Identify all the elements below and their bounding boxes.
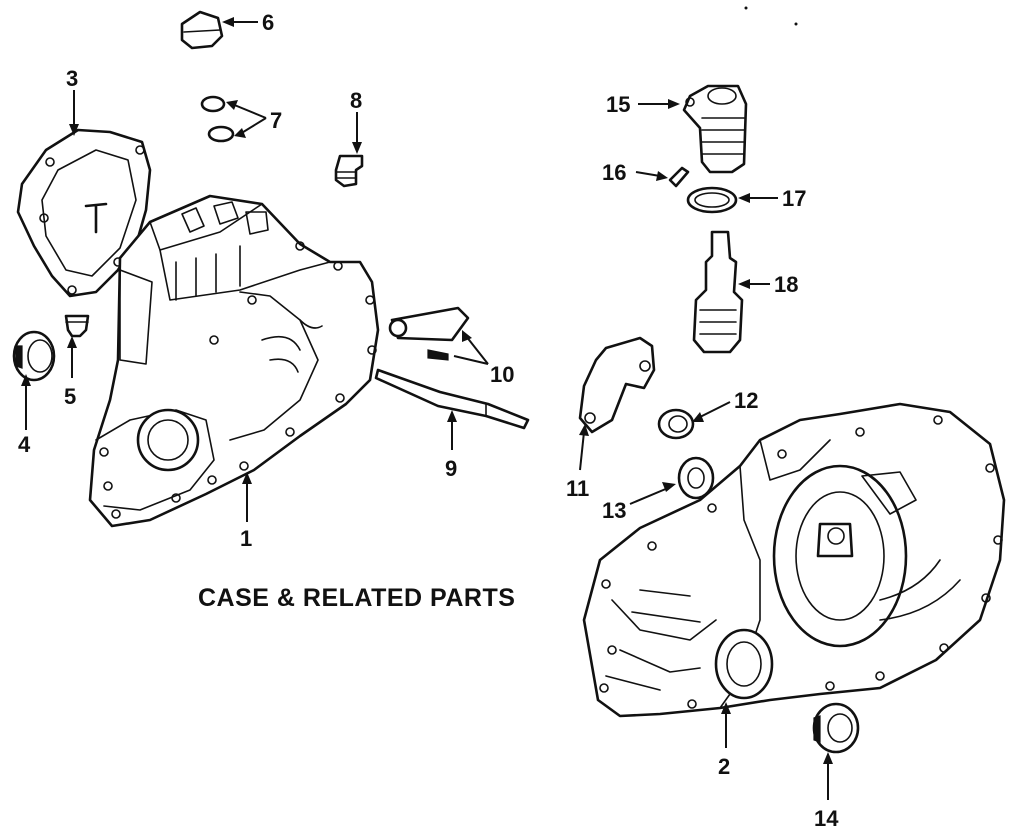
part-2-clutch-housing bbox=[582, 402, 1006, 718]
part-12-seal bbox=[657, 408, 695, 440]
diagram-caption: CASE & RELATED PARTS bbox=[198, 584, 516, 612]
callout-2: 2 bbox=[718, 754, 730, 779]
part-17-o-ring bbox=[686, 186, 738, 214]
callout-9: 9 bbox=[445, 456, 457, 481]
part-5-plug bbox=[64, 314, 90, 338]
callout-labels: 1 2 3 4 5 6 7 8 9 10 11 12 13 14 15 16 1… bbox=[18, 10, 839, 831]
callout-18: 18 bbox=[774, 272, 798, 297]
callout-10: 10 bbox=[490, 362, 514, 387]
part-1-transaxle-case bbox=[88, 194, 380, 528]
part-4-oil-seal bbox=[12, 330, 56, 382]
callout-14: 14 bbox=[814, 806, 839, 831]
part-8-drain-plug bbox=[334, 154, 364, 188]
part-9-tube bbox=[374, 368, 530, 430]
callout-4: 4 bbox=[18, 432, 31, 457]
part-14-bearing bbox=[812, 702, 860, 754]
speck bbox=[794, 22, 798, 26]
part-3-side-cover bbox=[16, 128, 152, 298]
part-6-boot bbox=[180, 10, 224, 50]
callout-17: 17 bbox=[782, 186, 806, 211]
leader-lines bbox=[21, 17, 833, 800]
callout-1: 1 bbox=[240, 526, 252, 551]
callout-11: 11 bbox=[566, 476, 589, 501]
callout-6: 6 bbox=[262, 10, 274, 35]
callout-16: 16 bbox=[602, 160, 626, 185]
part-15-gear-housing bbox=[682, 84, 748, 174]
callout-8: 8 bbox=[350, 88, 362, 113]
callout-5: 5 bbox=[64, 384, 76, 409]
callout-15: 15 bbox=[606, 92, 630, 117]
callout-7: 7 bbox=[270, 108, 282, 133]
part-18-driven-gear bbox=[692, 230, 744, 354]
part-11-bracket bbox=[578, 336, 656, 434]
callout-3: 3 bbox=[66, 66, 78, 91]
callout-13: 13 bbox=[602, 498, 626, 523]
part-16-pin bbox=[668, 166, 690, 188]
part-10-breather bbox=[388, 306, 470, 361]
callout-12: 12 bbox=[734, 388, 758, 413]
speck bbox=[744, 6, 748, 10]
part-7-o-rings bbox=[200, 95, 235, 143]
part-13-plate bbox=[677, 456, 715, 500]
